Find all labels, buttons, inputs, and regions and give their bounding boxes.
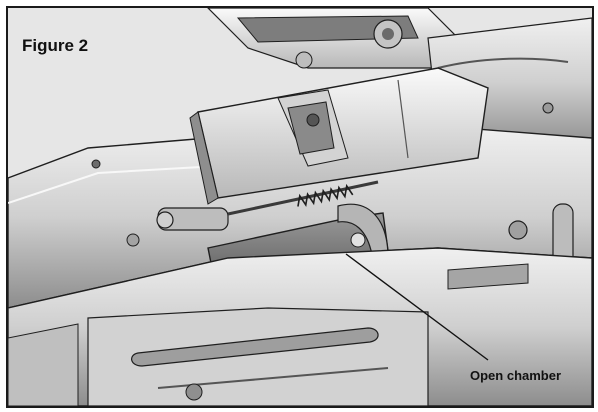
receiver-illustration: [8, 8, 592, 406]
callout-label-open-chamber: Open chamber: [470, 368, 562, 383]
rear-sight: [207, 8, 459, 69]
bolt-carrier-cover: [189, 67, 489, 205]
callout-leader-line: [345, 253, 489, 361]
lower-receiver: [8, 247, 592, 406]
figure-title: Figure 2: [22, 36, 89, 55]
figure-frame: [6, 6, 594, 408]
recoil-spring: [156, 180, 379, 231]
